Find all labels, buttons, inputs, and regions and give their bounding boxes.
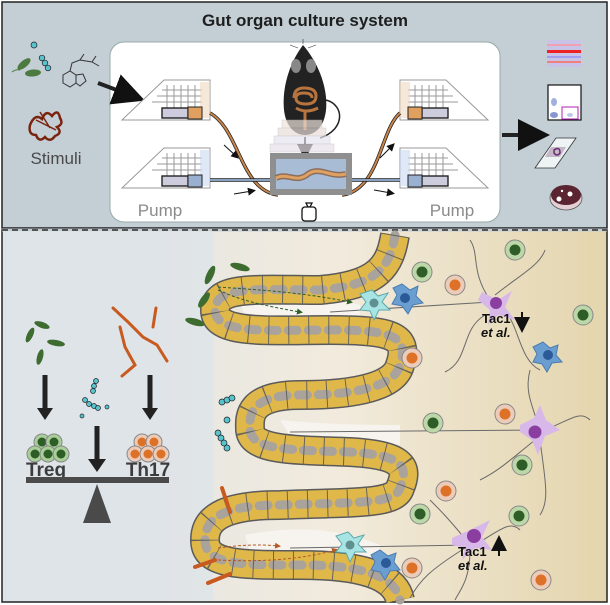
protein-icon — [28, 111, 63, 141]
th17-cell-icon — [401, 557, 423, 579]
flow-cytometry-icon — [547, 84, 582, 121]
top-panel: Gut organ culture system — [1, 1, 608, 229]
macrophage-icon — [359, 289, 392, 322]
treg-cell-icon — [411, 261, 433, 283]
segmented-filamentous-bacteria-icon — [111, 306, 169, 378]
neuron-bottom-etal-label: et al. — [458, 558, 488, 573]
panel-title: Gut organ culture system — [202, 11, 408, 30]
syringe-pump-bottom-left-icon — [120, 147, 211, 189]
treg-cell-icon — [508, 505, 530, 527]
microbe-dot-icon — [30, 41, 38, 49]
dendritic-cell-icon — [370, 549, 401, 581]
treg-cell-icon — [504, 239, 526, 261]
neural-fibers — [289, 239, 591, 601]
immune-cells — [335, 239, 594, 591]
flow-arrows — [223, 143, 395, 197]
neuron-top-gene-label: Tac1 — [482, 311, 511, 326]
mouse-icon — [283, 39, 341, 139]
culture-chamber-icon — [270, 153, 352, 195]
syringe-pump-bottom-right-icon — [399, 147, 490, 189]
heatmap-icon — [547, 40, 581, 67]
treg-cell-cluster-icon — [26, 433, 70, 463]
syringe-pump-top-right-icon — [399, 79, 490, 121]
lumen-microbes-teal — [214, 394, 236, 452]
orange-migration-arrows — [217, 542, 338, 562]
macrophage-icon — [335, 531, 368, 564]
neuron-top: Tac1 et al. — [478, 291, 530, 340]
layer-stack — [269, 119, 335, 153]
th17-cell-cluster-icon — [126, 433, 170, 463]
histology-slide-icon — [534, 137, 577, 169]
input-arrow-icon — [97, 74, 145, 105]
lumen-bacteria-green — [185, 262, 250, 327]
lumen-bacteria-orange — [193, 486, 232, 585]
treg-cell-icon — [409, 503, 431, 525]
dendritic-cell-icon — [391, 283, 425, 315]
neuron-top-etal-label: et al. — [481, 325, 511, 340]
treg-cell-icon — [511, 454, 533, 476]
treg-label: Treg — [26, 460, 66, 481]
dendritic-cell-icon — [532, 341, 564, 373]
syringe-pump-top-left-icon — [120, 79, 211, 121]
petri-dish-icon — [549, 185, 583, 211]
treg-cell-icon — [422, 412, 444, 434]
balance-fulcrum — [83, 484, 111, 523]
commensal-bacteria-icon — [25, 321, 65, 365]
green-migration-arrows — [217, 286, 353, 315]
neuron-middle — [520, 405, 560, 455]
th17-cell-icon — [444, 274, 466, 296]
microbe-chain-icon — [38, 54, 52, 72]
balance-schematic: Treg Th17 — [25, 306, 170, 523]
th17-cell-icon — [530, 569, 552, 591]
pump-left-label: Pump — [138, 201, 182, 220]
neuron-bottom: Tac1 et al. — [452, 520, 507, 573]
pump-right-label: Pump — [430, 201, 474, 220]
neuron-bottom-gene-label: Tac1 — [458, 544, 487, 559]
weight-icon — [301, 202, 317, 222]
th17-cell-icon — [435, 480, 457, 502]
stimuli-group: Stimuli — [11, 41, 100, 168]
treg-cell-icon — [572, 304, 594, 326]
bottom-panel: Tac1 et al. Tac1 et al. — [1, 228, 608, 605]
tubing — [209, 111, 402, 197]
th17-label: Th17 — [126, 460, 170, 481]
stimuli-label: Stimuli — [30, 149, 81, 168]
bacteria-icon — [11, 58, 41, 77]
th17-cell-icon — [494, 403, 516, 425]
microbe-cluster-icon — [79, 378, 110, 419]
balance-beam — [26, 477, 169, 483]
small-molecule-icon — [62, 53, 100, 88]
th17-cell-icon — [401, 347, 423, 369]
